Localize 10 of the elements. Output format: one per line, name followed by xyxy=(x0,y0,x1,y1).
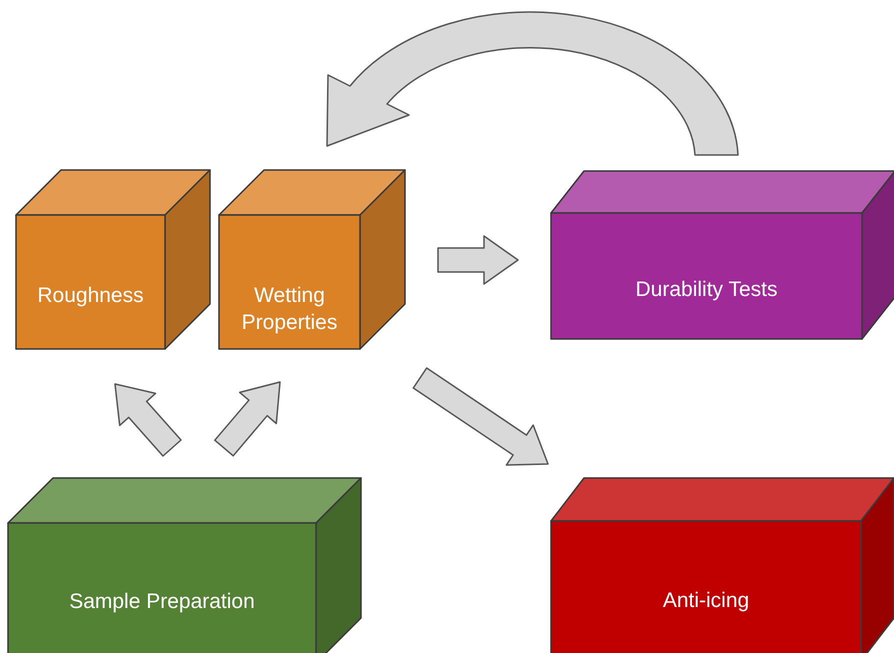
cube-label: Sample Preparation xyxy=(68,589,256,615)
block-arrow xyxy=(437,235,519,285)
cube-label: Roughness xyxy=(36,283,145,309)
block-arrow xyxy=(114,383,182,457)
cube-label: Anti-icing xyxy=(662,588,750,614)
cube-label: Wetting Properties xyxy=(240,283,338,336)
cube-label: Durability Tests xyxy=(634,277,778,303)
block-arrow xyxy=(214,381,281,457)
curved-block-arrow xyxy=(326,11,739,156)
block-arrow xyxy=(412,367,549,466)
